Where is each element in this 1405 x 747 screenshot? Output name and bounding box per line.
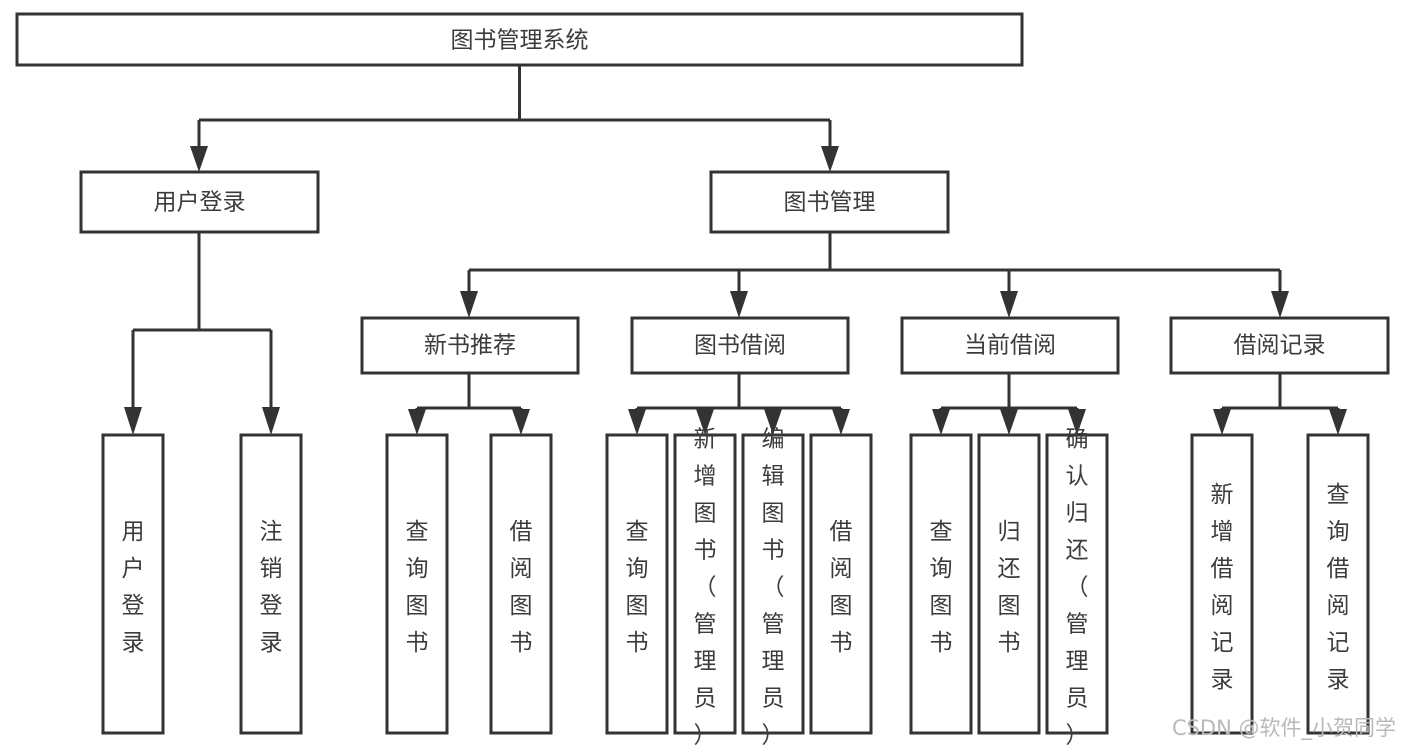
node-leaf-query-book-3-box[interactable] [909, 433, 973, 735]
node-leaf-query-book-2-box[interactable] [605, 433, 669, 735]
node-leaf-query-book-1-label: 查询图书 [406, 519, 429, 656]
node-leaf-add-record[interactable]: 新增借阅记录 [1190, 433, 1254, 735]
arrow-head-book-management [821, 146, 839, 172]
node-leaf-query-book-3-label: 查询图书 [930, 519, 953, 656]
arrow-head-new-book-recommend [460, 291, 478, 318]
connector-group-user-login [124, 232, 280, 435]
node-borrow-record-label: 借阅记录 [1234, 333, 1326, 359]
arrow-head-leaf-query-book-3 [932, 409, 950, 435]
node-leaf-query-book-2-label: 查询图书 [626, 519, 649, 656]
node-root-label: 图书管理系统 [451, 28, 589, 54]
node-leaf-add-book-label: 新增图书（管理员） [694, 426, 717, 747]
arrow-head-current-borrow [1000, 291, 1018, 318]
node-leaf-query-record[interactable]: 查询借阅记录 [1306, 433, 1370, 735]
node-leaf-add-book-box[interactable] [673, 433, 737, 735]
node-book-borrow[interactable]: 图书借阅 [630, 316, 850, 375]
arrow-head-leaf-confirm-return [1068, 409, 1086, 435]
node-leaf-add-record-label: 新增借阅记录 [1211, 482, 1234, 693]
arrow-head-borrow-record [1271, 291, 1289, 318]
node-leaf-edit-book-label: 编辑图书（管理员） [762, 426, 785, 747]
node-leaf-query-book-2[interactable]: 查询图书 [605, 433, 669, 735]
node-leaf-borrow-book-1-box[interactable] [489, 433, 553, 735]
node-leaf-confirm-return-label: 确认归还（管理员） [1066, 426, 1089, 747]
arrow-head-leaf-borrow-book-1 [512, 409, 530, 435]
node-new-book-recommend-box[interactable] [360, 316, 580, 375]
node-leaf-add-record-box[interactable] [1190, 433, 1254, 735]
node-leaf-user-logout[interactable]: 注销登录 [239, 433, 303, 735]
node-root[interactable]: 图书管理系统 [15, 12, 1024, 67]
node-book-borrow-box[interactable] [630, 316, 850, 375]
node-leaf-query-record-box[interactable] [1306, 433, 1370, 735]
node-user-login-label: 用户登录 [154, 190, 246, 216]
node-leaf-confirm-return-box[interactable] [1045, 433, 1109, 735]
node-leaf-query-book-3[interactable]: 查询图书 [909, 433, 973, 735]
connector-group-borrow-record [1213, 373, 1347, 435]
node-leaf-edit-book-box[interactable] [741, 433, 805, 735]
arrow-head-leaf-query-record [1329, 409, 1347, 435]
node-user-login[interactable]: 用户登录 [79, 170, 320, 234]
node-book-management[interactable]: 图书管理 [709, 170, 950, 234]
node-current-borrow[interactable]: 当前借阅 [900, 316, 1120, 375]
arrow-head-leaf-return-book [1000, 409, 1018, 435]
node-leaf-user-login[interactable]: 用户登录 [101, 433, 165, 735]
arrow-head-leaf-edit-book [764, 409, 782, 435]
node-leaf-return-book-label: 归还图书 [998, 519, 1021, 656]
node-book-management-box[interactable] [709, 170, 950, 234]
node-leaf-borrow-book-2-box[interactable] [809, 433, 873, 735]
node-current-borrow-label: 当前借阅 [964, 333, 1056, 359]
node-leaf-query-book-1[interactable]: 查询图书 [385, 433, 449, 735]
arrow-head-leaf-user-login [124, 407, 142, 435]
node-leaf-confirm-return[interactable]: 确认归还（管理员） [1045, 426, 1109, 747]
node-leaf-query-book-1-box[interactable] [385, 433, 449, 735]
node-new-book-recommend-label: 新书推荐 [424, 333, 516, 359]
node-leaf-user-logout-label: 注销登录 [260, 519, 283, 656]
node-book-management-label: 图书管理 [784, 190, 876, 216]
node-leaf-return-book[interactable]: 归还图书 [977, 433, 1041, 735]
node-leaf-return-book-box[interactable] [977, 433, 1041, 735]
arrow-head-leaf-query-book-1 [408, 409, 426, 435]
node-user-login-box[interactable] [79, 170, 320, 234]
arrow-head-leaf-query-book-2 [628, 409, 646, 435]
node-borrow-record[interactable]: 借阅记录 [1169, 316, 1390, 375]
arrow-head-book-borrow [730, 291, 748, 318]
node-new-book-recommend[interactable]: 新书推荐 [360, 316, 580, 375]
node-borrow-record-box[interactable] [1169, 316, 1390, 375]
node-leaf-borrow-book-1-label: 借阅图书 [510, 519, 533, 656]
node-leaf-borrow-book-2-label: 借阅图书 [830, 519, 853, 656]
connector-group-new-book-recommend [408, 373, 530, 435]
node-leaf-user-login-box[interactable] [101, 433, 165, 735]
node-book-borrow-label: 图书借阅 [694, 333, 786, 359]
arrow-head-leaf-borrow-book-2 [832, 409, 850, 435]
node-leaf-edit-book[interactable]: 编辑图书（管理员） [741, 426, 805, 747]
connector-group-book-management [460, 232, 1289, 318]
node-leaf-borrow-book-2[interactable]: 借阅图书 [809, 433, 873, 735]
node-root-box[interactable] [15, 12, 1024, 67]
node-current-borrow-box[interactable] [900, 316, 1120, 375]
node-leaf-borrow-book-1[interactable]: 借阅图书 [489, 433, 553, 735]
arrow-head-user-login [190, 146, 208, 172]
node-leaf-user-login-label: 用户登录 [122, 519, 145, 656]
connector-group-current-borrow [932, 373, 1086, 435]
arrow-head-leaf-add-record [1213, 409, 1231, 435]
node-leaf-add-book[interactable]: 新增图书（管理员） [673, 426, 737, 747]
node-leaf-query-record-label: 查询借阅记录 [1327, 482, 1350, 693]
arrow-head-leaf-user-logout [262, 407, 280, 435]
connector-group-root [190, 65, 839, 172]
connector-group-book-borrow [628, 373, 850, 435]
csdn-watermark: CSDN @软件_小贺同学 [1172, 716, 1396, 741]
arrow-head-leaf-add-book [696, 409, 714, 435]
node-leaf-user-logout-box[interactable] [239, 433, 303, 735]
